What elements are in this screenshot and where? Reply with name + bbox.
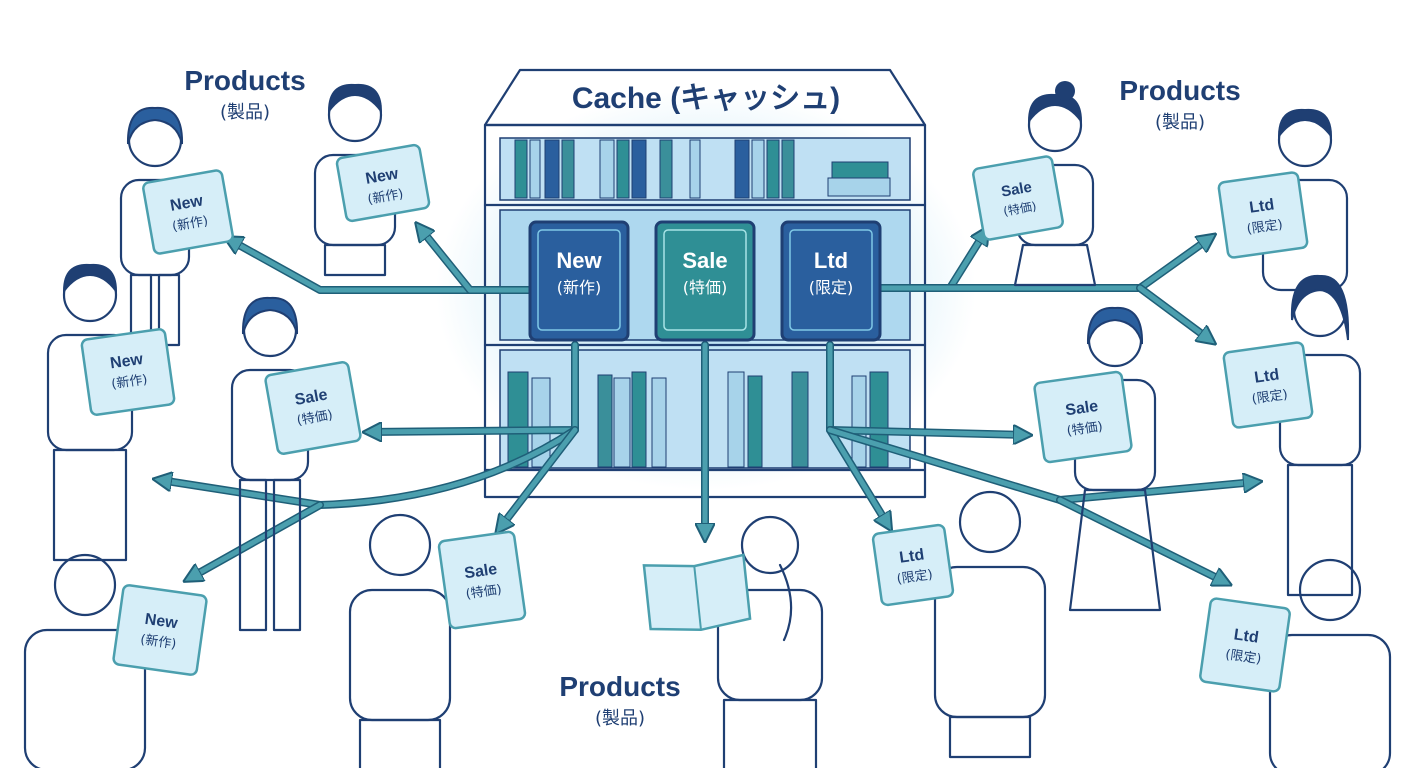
reader-book-subtitle: (新作) <box>110 371 148 392</box>
reader-book-subtitle: (限定) <box>1224 647 1262 667</box>
reader-book-subtitle: (新作) <box>366 186 404 208</box>
products-title: Products <box>1119 75 1240 106</box>
reader-book-ltd: Ltd (限定) <box>1222 341 1314 429</box>
reader-book-title: Sale <box>293 386 328 408</box>
products-subtitle: (製品) <box>220 102 270 123</box>
cached-book-ltd: Ltd (限定) <box>780 220 882 342</box>
reader-book-sale: Sale (特価) <box>437 530 527 630</box>
person-reader <box>1068 306 1162 612</box>
products-label-left: Products (製品) <box>184 65 305 123</box>
cached-book-sale: Sale (特価) <box>654 220 756 342</box>
reader-book-title: Ltd <box>1253 366 1280 386</box>
reader-book-subtitle: (特価) <box>296 408 334 429</box>
reader-book-title: Ltd <box>898 546 925 566</box>
reader-book-sale: Sale (特価) <box>972 155 1064 241</box>
book-sale-subtitle: (特価) <box>683 278 728 297</box>
products-subtitle: (製品) <box>1155 112 1205 133</box>
reader-book-title: Ltd <box>1233 626 1260 646</box>
top-shelf-books <box>514 139 891 199</box>
reader-book-new: New (新作) <box>80 328 176 416</box>
person-reader <box>230 296 310 632</box>
person-reader <box>23 553 147 768</box>
reader-book-title: Sale <box>1064 398 1099 419</box>
reader-book-sale: Sale (特価) <box>264 361 362 455</box>
reader-book-sale: Sale (特価) <box>1033 370 1133 464</box>
products-title: Products <box>559 671 680 702</box>
reader-book-subtitle: (特価) <box>465 582 503 602</box>
reader-book-subtitle: (限定) <box>896 567 934 587</box>
reader-book-subtitle: (特価) <box>1002 198 1037 219</box>
person-reader <box>119 106 191 347</box>
reader-book-ltd: Ltd (限定) <box>1199 597 1291 693</box>
book-ltd-title: Ltd <box>814 248 848 273</box>
reader-book-new: New (新作) <box>335 143 431 223</box>
reader-book-title: Ltd <box>1248 196 1275 216</box>
person-reader <box>1278 274 1362 597</box>
person-reader <box>348 513 452 768</box>
reader-book-open <box>642 553 752 632</box>
reader-book-subtitle: (新作) <box>139 631 177 652</box>
book-new-subtitle: (新作) <box>557 278 602 297</box>
reader-book-title: New <box>109 351 144 372</box>
products-label-bottom: Products (製品) <box>559 671 680 729</box>
reader-book-subtitle: (限定) <box>1251 387 1289 407</box>
products-title: Products <box>184 65 305 96</box>
cached-book-new: New (新作) <box>528 220 630 342</box>
person-reader <box>716 515 824 768</box>
reader-book-subtitle: (限定) <box>1246 217 1284 237</box>
reader-book-title: Sale <box>463 561 498 582</box>
book-sale-title: Sale <box>682 248 727 273</box>
person-reader <box>1013 81 1097 287</box>
products-subtitle: (製品) <box>595 708 645 729</box>
reader-book-title: New <box>169 192 205 215</box>
person-reader <box>933 490 1047 759</box>
reader-book-title: Sale <box>1000 179 1033 201</box>
reader-book-title: New <box>364 165 400 188</box>
reader-book-new: New (新作) <box>112 584 208 676</box>
reader-book-ltd: Ltd (限定) <box>1217 171 1309 259</box>
book-new-title: New <box>556 248 602 273</box>
reader-book-new: New (新作) <box>142 169 234 255</box>
products-label-right: Products (製品) <box>1119 75 1240 133</box>
distribution-arrows <box>160 228 1255 582</box>
reader-book-subtitle: (特価) <box>1066 419 1104 439</box>
reader-book-subtitle: (新作) <box>171 213 209 235</box>
cache-title: Cache (キャッシュ) <box>572 82 840 115</box>
person-reader <box>1268 558 1392 768</box>
book-ltd-subtitle: (限定) <box>809 278 854 297</box>
reader-book-title: New <box>144 611 179 632</box>
reader-book-ltd: Ltd (限定) <box>871 523 955 607</box>
